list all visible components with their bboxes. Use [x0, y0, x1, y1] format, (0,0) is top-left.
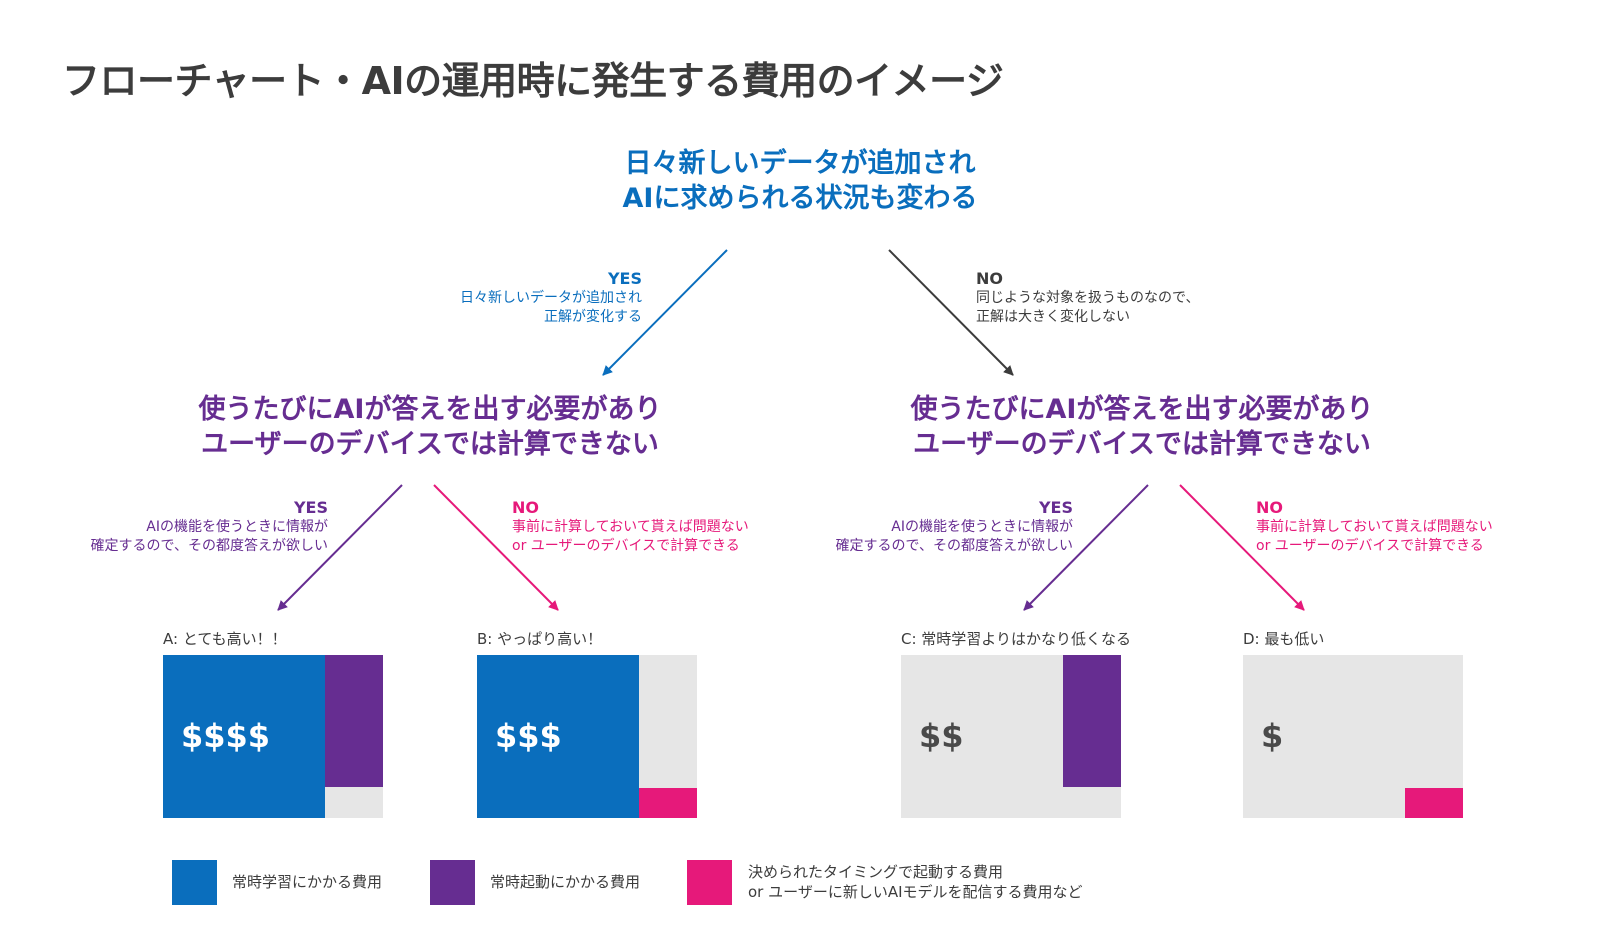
- left-no-line2: or ユーザーのデバイスで計算できる: [512, 538, 740, 554]
- left-yes-annotation: YES AIの機能を使うときに情報が 確定するので、その都度答えが欲しい: [91, 497, 328, 556]
- outcome-a-running-cost: [325, 655, 383, 787]
- outcome-a-cost-box: $$$$: [163, 655, 383, 818]
- outcome-b-scheduled-cost: [639, 788, 697, 818]
- mid-question-right-line1: 使うたびにAIが答えを出す必要があり: [910, 394, 1374, 425]
- top-no-label: NO: [976, 269, 1003, 288]
- arrow-top-no: [888, 249, 1014, 376]
- outcome-a-cost: $$$$: [181, 717, 271, 755]
- left-no-annotation: NO 事前に計算しておいて貰えば問題ない or ユーザーのデバイスで計算できる: [512, 497, 749, 556]
- mid-question-left-line1: 使うたびにAIが答えを出す必要があり: [198, 394, 662, 425]
- outcome-d-scheduled-cost: [1405, 788, 1463, 818]
- right-yes-label: YES: [1038, 498, 1073, 517]
- arrow-right-no: [1179, 484, 1305, 611]
- top-no-line2: 正解は大きく変化しない: [976, 309, 1130, 325]
- left-no-line1: 事前に計算しておいて貰えば問題ない: [512, 519, 749, 535]
- outcome-b-cost: $$$: [495, 717, 562, 755]
- left-yes-label: YES: [293, 498, 328, 517]
- outcome-a-learning-cost: [163, 655, 325, 818]
- arrow-right-yes: [1023, 484, 1149, 611]
- top-no-line1: 同じような対象を扱うものなので、: [976, 290, 1200, 306]
- mid-question-left: 使うたびにAIが答えを出す必要があり ユーザーのデバイスでは計算できない: [150, 392, 710, 462]
- outcome-c-cost-box: $$: [901, 655, 1121, 818]
- right-no-label: NO: [1256, 498, 1283, 517]
- outcome-d-cost: $: [1261, 717, 1284, 755]
- arrow-left-no: [433, 484, 559, 611]
- page-title: フローチャート・AIの運用時に発生する費用のイメージ: [62, 59, 1004, 103]
- top-yes-annotation: YES 日々新しいデータが追加され 正解が変化する: [460, 268, 642, 327]
- arrow-left-yes: [277, 484, 403, 611]
- top-no-annotation: NO 同じような対象を扱うものなので、 正解は大きく変化しない: [976, 268, 1199, 327]
- legend-purple-swatch: [430, 860, 475, 905]
- right-no-line2: or ユーザーのデバイスで計算できる: [1256, 538, 1484, 554]
- outcome-c-caption: C: 常時学習よりはかなり低くなる: [901, 630, 1131, 648]
- legend-blue-label: 常時学習にかかる費用: [232, 873, 383, 891]
- mid-question-right-line2: ユーザーのデバイスでは計算できない: [913, 429, 1371, 460]
- legend-pink-label: 決められたタイミングで起動する費用 or ユーザーに新しいAIモデルを配信する費…: [748, 862, 1083, 902]
- right-yes-line2: 確定するので、その都度答えが欲しい: [835, 538, 1073, 554]
- left-yes-line2: 確定するので、その都度答えが欲しい: [90, 538, 328, 554]
- outcome-b-cost-box: $$$: [477, 655, 697, 818]
- outcome-c-running-cost: [1063, 655, 1121, 787]
- left-yes-line1: AIの機能を使うときに情報が: [146, 519, 328, 535]
- outcome-d-cost-box: $: [1243, 655, 1463, 818]
- legend-pink-line2: or ユーザーに新しいAIモデルを配信する費用など: [748, 883, 1083, 901]
- top-yes-line1: 日々新しいデータが追加され: [460, 290, 642, 306]
- outcome-b-caption: B: やっぱり高い！: [477, 630, 603, 648]
- top-yes-line2: 正解が変化する: [544, 309, 642, 325]
- outcome-c-cost: $$: [919, 717, 964, 755]
- outcome-d-caption: D: 最も低い: [1243, 630, 1325, 648]
- arrow-top-yes: [602, 249, 728, 376]
- outcome-a-caption: A: とても高い！！: [163, 630, 287, 648]
- top-yes-label: YES: [607, 269, 642, 288]
- legend-pink-swatch: [687, 860, 732, 905]
- right-yes-annotation: YES AIの機能を使うときに情報が 確定するので、その都度答えが欲しい: [836, 497, 1073, 556]
- right-no-annotation: NO 事前に計算しておいて貰えば問題ない or ユーザーのデバイスで計算できる: [1256, 497, 1493, 556]
- top-question-line2: AIに求められる状況も変わる: [622, 183, 978, 214]
- legend-purple-label: 常時起動にかかる費用: [490, 873, 641, 891]
- outcome-b-learning-cost: [477, 655, 639, 818]
- right-no-line1: 事前に計算しておいて貰えば問題ない: [1256, 519, 1493, 535]
- top-question-line1: 日々新しいデータが追加され: [624, 148, 976, 179]
- mid-question-right: 使うたびにAIが答えを出す必要があり ユーザーのデバイスでは計算できない: [862, 392, 1422, 462]
- top-question: 日々新しいデータが追加され AIに求められる状況も変わる: [500, 146, 1100, 216]
- legend-blue-swatch: [172, 860, 217, 905]
- left-no-label: NO: [512, 498, 539, 517]
- right-yes-line1: AIの機能を使うときに情報が: [891, 519, 1073, 535]
- mid-question-left-line2: ユーザーのデバイスでは計算できない: [201, 429, 659, 460]
- legend-pink-line1: 決められたタイミングで起動する費用: [748, 863, 1004, 881]
